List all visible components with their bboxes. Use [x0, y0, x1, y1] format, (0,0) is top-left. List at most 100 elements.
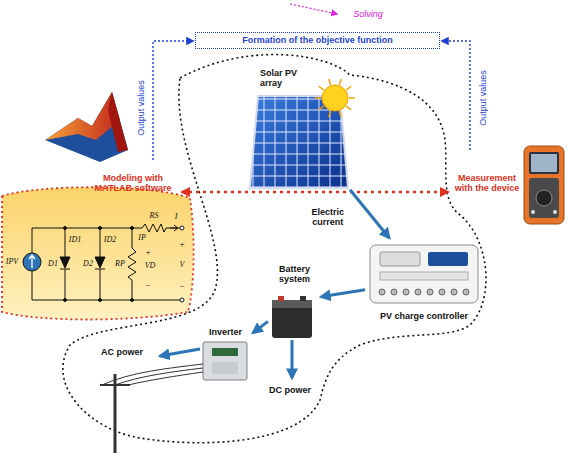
- screw-terminal: [379, 289, 385, 295]
- current-arrow: [170, 225, 178, 231]
- inverter: [212, 348, 238, 356]
- resistor-symbol: [142, 224, 166, 232]
- annotation-label: Output values: [136, 80, 146, 136]
- annotation-label: AC power: [101, 347, 143, 357]
- diode-symbol: [95, 257, 105, 269]
- power-arrow: [160, 349, 200, 356]
- wire: [65, 228, 132, 300]
- circuit-symbol-label: D2: [83, 259, 93, 268]
- matlab-logo: [45, 92, 128, 162]
- current-flow-arrow: [321, 290, 365, 297]
- sun-ray: [315, 97, 321, 99]
- utility-pole: [102, 364, 203, 385]
- measuring-device: [524, 146, 564, 224]
- screw-terminal: [439, 289, 445, 295]
- measurement-link: [182, 191, 448, 194]
- measuring-device: [536, 190, 552, 206]
- two-diode-circuit: [23, 224, 184, 302]
- screw-terminal: [415, 289, 421, 295]
- circuit-symbol-label: +: [179, 239, 185, 249]
- charge-controller: [380, 272, 468, 280]
- circuit-symbol-label: D1: [48, 259, 58, 268]
- node-label: Solar PV array: [260, 68, 308, 89]
- charge-controller: [380, 252, 420, 266]
- component-node: PV charge controller: [365, 238, 483, 323]
- feedback-line: [153, 41, 193, 160]
- measuring-device: [531, 154, 557, 172]
- terminal-row: [379, 289, 469, 295]
- current-arrow: [29, 255, 35, 268]
- circuit-symbol-label: RP: [115, 259, 125, 268]
- battery: [272, 300, 312, 338]
- battery: [278, 296, 284, 301]
- matlab-logo: [45, 92, 128, 162]
- resistor-symbol: [128, 248, 136, 280]
- matlab-logo: [108, 92, 128, 152]
- feedback-line: [442, 41, 470, 150]
- battery: [272, 300, 312, 308]
- screw-terminal: [403, 289, 409, 295]
- sun-ray: [339, 79, 341, 85]
- component-node: Battery system: [268, 262, 321, 340]
- screw-terminal: [451, 289, 457, 295]
- sun-ray: [346, 86, 351, 90]
- annotation-label: Output values: [478, 70, 488, 126]
- measuring-device: [524, 146, 564, 224]
- circuit-symbol-label: IP: [138, 233, 146, 242]
- annotation-label: Modeling with MATLAB software: [93, 173, 173, 194]
- screw-terminal: [427, 289, 433, 295]
- sun-ray: [319, 106, 324, 110]
- junction: [64, 299, 67, 302]
- junction: [64, 227, 67, 230]
- battery: [300, 296, 306, 301]
- circuit-symbol-label: −: [145, 280, 151, 290]
- sun-ray: [319, 86, 324, 90]
- measuring-device: [553, 210, 557, 214]
- junction: [131, 299, 134, 302]
- junction: [99, 299, 102, 302]
- diode-symbol: [60, 257, 70, 269]
- junction: [131, 227, 134, 230]
- model-region: [2, 187, 194, 319]
- terminal: [180, 226, 184, 230]
- current-flow-arrow: [350, 190, 389, 238]
- node-label: Formation of the objective function: [242, 35, 393, 45]
- terminal: [180, 298, 184, 302]
- sun-ray: [329, 79, 331, 85]
- screw-terminal: [463, 289, 469, 295]
- annotation-label: DC power: [269, 385, 311, 395]
- charge-controller: [428, 252, 468, 266]
- sun-ray: [349, 97, 355, 99]
- annotation-label: Measurement with the device: [452, 173, 522, 194]
- measuring-device: [529, 178, 559, 218]
- circuit-symbol-label: V: [180, 260, 185, 269]
- circuit-symbol-label: ID2: [104, 235, 116, 244]
- node-label: PV charge controller: [380, 311, 468, 321]
- node-label: Battery system: [274, 264, 316, 285]
- matlab-logo: [45, 92, 120, 140]
- edge-label: Electric current: [300, 206, 356, 229]
- circuit-symbol-label: RS: [150, 211, 159, 220]
- circuit-symbol-label: IPV: [6, 257, 18, 266]
- sun-ray: [346, 106, 351, 110]
- current-arrow: [72, 226, 73, 233]
- sun: [315, 79, 355, 117]
- inverter: [212, 362, 238, 374]
- charge-controller: [370, 245, 478, 303]
- circuit-symbol-label: VD: [145, 261, 156, 270]
- utility-pole: [100, 364, 203, 453]
- inverter: [203, 342, 247, 380]
- sun: [322, 85, 348, 111]
- component-node: Solar PV array: [250, 66, 350, 191]
- sun-ray: [339, 111, 341, 117]
- annotation-label: Solving: [353, 9, 383, 19]
- wire: [32, 228, 180, 300]
- charge-controller: [370, 245, 478, 303]
- screw-terminal: [391, 289, 397, 295]
- circuit-symbol-label: ID1: [69, 235, 81, 244]
- current-flow-arrow: [253, 321, 268, 333]
- current-source: [23, 253, 41, 271]
- sun-ray: [329, 111, 331, 117]
- solving-arrow: [290, 4, 337, 14]
